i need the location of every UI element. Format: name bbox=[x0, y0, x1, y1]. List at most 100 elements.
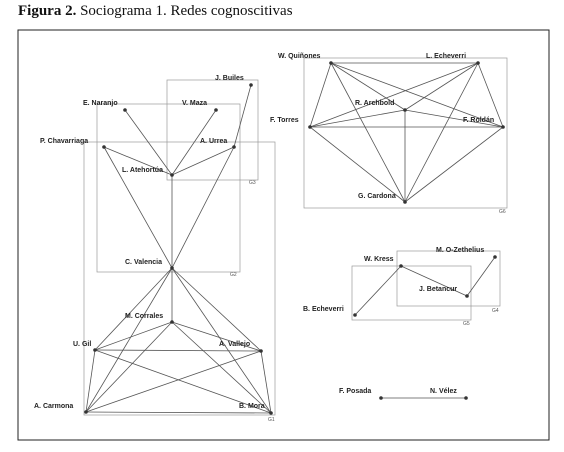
group-tag-g5: G5 bbox=[463, 321, 470, 327]
node-avallejo bbox=[259, 349, 263, 353]
edge-avallejo-acarmona bbox=[85, 350, 262, 413]
node-label-jbuiles: J. Builes bbox=[215, 75, 244, 82]
node-gcardona bbox=[403, 200, 407, 204]
node-mcorrales bbox=[170, 320, 174, 324]
node-label-vmaza: V. Maza bbox=[182, 100, 207, 107]
edge-vmaza-latehortua bbox=[171, 109, 217, 176]
edge-cvalencia-avallejo bbox=[171, 267, 262, 352]
figure-title: Sociograma 1. Redes cognoscitivas bbox=[80, 3, 293, 19]
edge-ugil-acarmona bbox=[85, 349, 96, 413]
group-box-g4 bbox=[396, 250, 501, 307]
figure-frame bbox=[17, 29, 550, 441]
group-tag-g6: G6 bbox=[499, 209, 506, 215]
node-label-wkress: W. Kress bbox=[364, 256, 394, 263]
node-froldan bbox=[501, 125, 505, 129]
edge-ugil-bmora bbox=[94, 349, 272, 414]
node-label-aurrea: A. Urrea bbox=[200, 138, 227, 145]
node-label-froldan: F. Roldán bbox=[463, 117, 494, 124]
edge-becheverri-wkress bbox=[354, 265, 402, 316]
edge-pchavarriaga-latehortua bbox=[103, 146, 173, 176]
edge-mcorrales-bmora bbox=[171, 321, 272, 414]
edge-pchavarriaga-cvalencia bbox=[103, 146, 173, 269]
node-wkress bbox=[399, 264, 403, 268]
node-label-ugil: U. Gil bbox=[73, 341, 91, 348]
edge-wkress-jbetancur bbox=[400, 265, 468, 297]
edge-avallejo-bmora bbox=[260, 350, 272, 414]
group-box-g5 bbox=[351, 265, 472, 321]
node-label-rarchbold: R. Archbold bbox=[355, 100, 394, 107]
group-box-g3 bbox=[166, 79, 259, 181]
node-becheverri bbox=[353, 313, 357, 317]
node-nvelez bbox=[464, 396, 468, 400]
node-aurrea bbox=[232, 145, 236, 149]
figure-number: Figura 2. bbox=[18, 3, 77, 19]
node-enaranjo bbox=[123, 108, 127, 112]
edge-froldan-gcardona bbox=[404, 126, 504, 203]
edge-wquinones-gcardona bbox=[330, 62, 406, 203]
node-label-pchavarriaga: P. Chavarriaga bbox=[40, 138, 88, 145]
node-label-ftorres: F. Torres bbox=[270, 117, 299, 124]
edge-mcorrales-acarmona bbox=[85, 321, 173, 413]
node-lecheverri bbox=[476, 61, 480, 65]
edge-cvalencia-ugil bbox=[94, 267, 173, 351]
node-fposada bbox=[379, 396, 383, 400]
node-wquinones bbox=[329, 61, 333, 65]
node-label-jbetancur: J. Betancur bbox=[419, 286, 457, 293]
node-label-wquinones: W. Quiñones bbox=[278, 53, 320, 60]
edges-layer bbox=[85, 62, 504, 414]
edge-jbuiles-aurrea bbox=[233, 84, 252, 148]
edge-aurrea-cvalencia bbox=[171, 146, 235, 269]
node-rarchbold bbox=[403, 108, 407, 112]
node-label-avallejo: A. Vallejo bbox=[219, 341, 250, 348]
edge-lecheverri-froldan bbox=[477, 62, 504, 128]
node-acarmona bbox=[84, 410, 88, 414]
edge-cvalencia-acarmona bbox=[85, 267, 173, 413]
node-label-acarmona: A. Carmona bbox=[34, 403, 73, 410]
group-box-g2 bbox=[96, 103, 241, 273]
edge-aurrea-latehortua bbox=[171, 146, 235, 176]
node-jbuiles bbox=[249, 83, 253, 87]
node-cvalencia bbox=[170, 266, 174, 270]
group-tag-g1: G1 bbox=[268, 417, 275, 423]
group-tag-g4: G4 bbox=[492, 308, 499, 314]
group-tag-g3: G3 bbox=[249, 180, 256, 186]
nodes-layer: J. Builes E. Naranjo V. Maza P. Chavarriaga… bbox=[34, 53, 505, 415]
group-box-g1 bbox=[83, 141, 276, 416]
node-ftorres bbox=[308, 125, 312, 129]
node-label-mcorrales: M. Corrales bbox=[125, 313, 163, 320]
edge-mcorrales-avallejo bbox=[171, 321, 262, 352]
edge-lecheverri-rarchbold bbox=[404, 62, 479, 111]
edge-cvalencia-bmora bbox=[171, 267, 272, 414]
group-box-g6 bbox=[303, 57, 508, 209]
node-label-cvalencia: C. Valencia bbox=[125, 259, 162, 266]
edge-lecheverri-gcardona bbox=[404, 62, 479, 203]
node-ugil bbox=[93, 348, 97, 352]
edge-wquinones-rarchbold bbox=[330, 62, 406, 111]
edge-wquinones-ftorres bbox=[309, 62, 332, 128]
group-tag-g2: G2 bbox=[230, 272, 237, 278]
node-label-gcardona: G. Cardona bbox=[358, 193, 396, 200]
edge-ftorres-rarchbold bbox=[309, 109, 406, 128]
node-label-latehortua: L. Atehortúa bbox=[122, 167, 163, 174]
edge-jbetancur-mozethelius bbox=[466, 256, 496, 297]
edge-lecheverri-ftorres bbox=[309, 62, 479, 128]
node-label-becheverri: B. Echeverri bbox=[303, 306, 344, 313]
node-label-nvelez: N. Vélez bbox=[430, 388, 457, 395]
node-pchavarriaga bbox=[102, 145, 106, 149]
edge-enaranjo-latehortua bbox=[124, 109, 173, 176]
node-label-enaranjo: E. Naranjo bbox=[83, 100, 118, 107]
node-jbetancur bbox=[465, 294, 469, 298]
node-latehortua bbox=[170, 173, 174, 177]
node-label-mozethelius: M. O-Zethelius bbox=[436, 247, 484, 254]
edge-rarchbold-froldan bbox=[404, 109, 504, 128]
edge-ugil-avallejo bbox=[94, 349, 262, 352]
figure-caption: Figura 2. Sociograma 1. Redes cognosciti… bbox=[18, 3, 293, 20]
node-bmora bbox=[269, 411, 273, 415]
edge-ftorres-gcardona bbox=[309, 126, 406, 203]
edge-wquinones-froldan bbox=[330, 62, 504, 128]
edge-acarmona-bmora bbox=[85, 411, 272, 414]
node-vmaza bbox=[214, 108, 218, 112]
edge-mcorrales-ugil bbox=[94, 321, 173, 351]
node-mozethelius bbox=[493, 255, 497, 259]
